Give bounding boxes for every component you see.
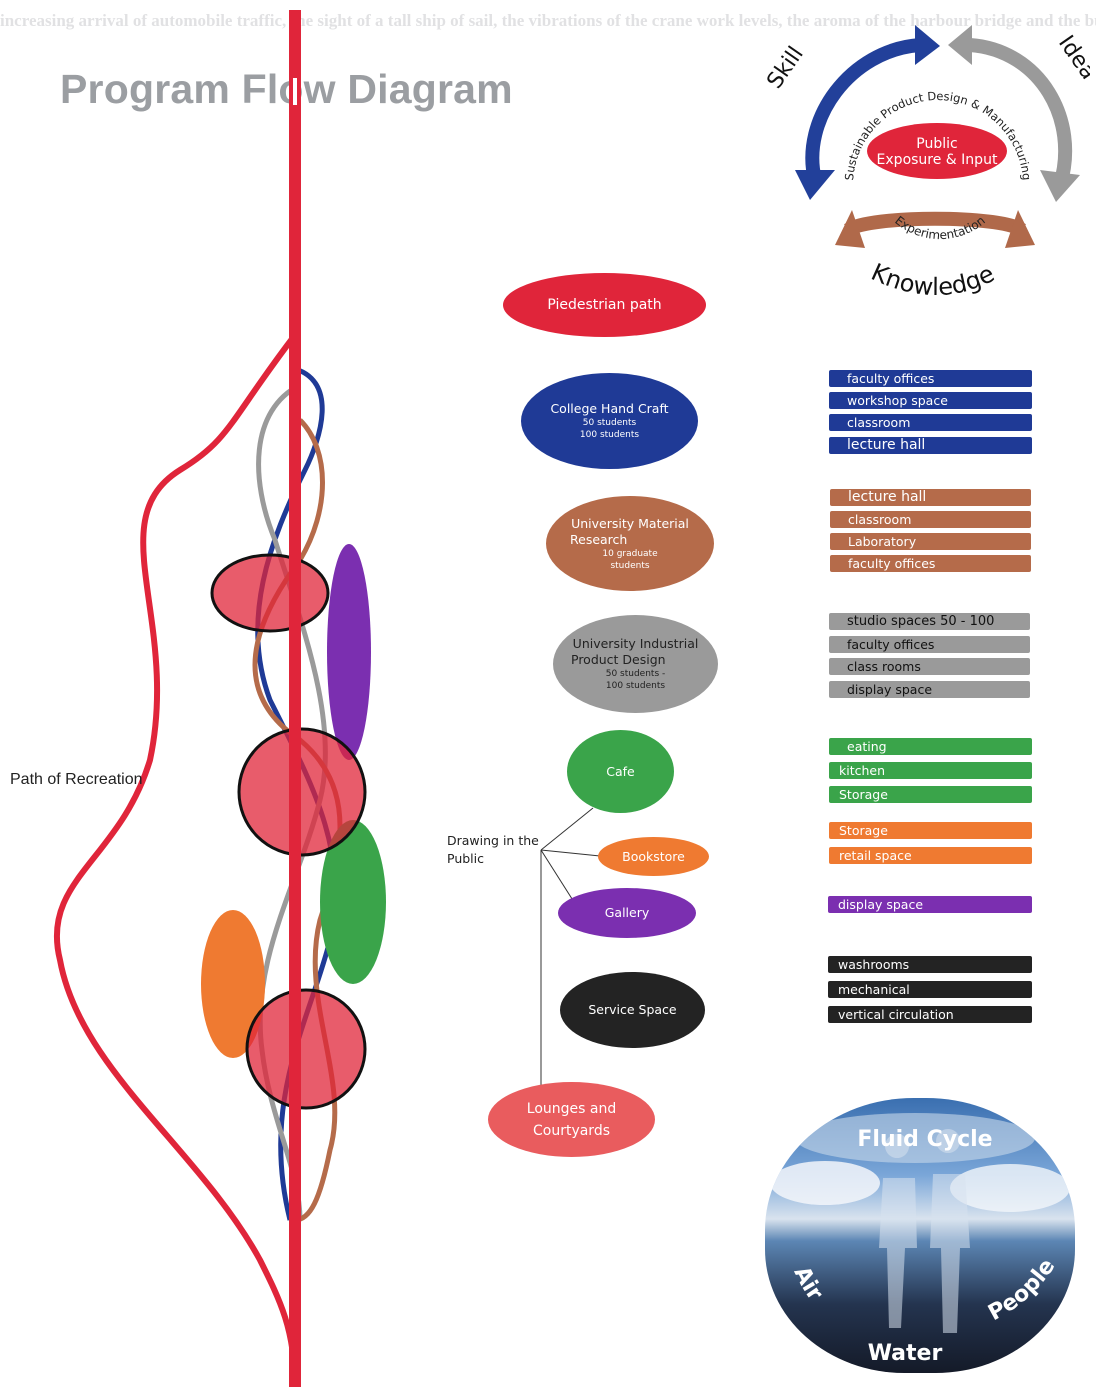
knowledge-label: Knowledge (867, 258, 999, 301)
connector-cafe (541, 808, 593, 850)
handcraft-sub-1: 50 students (583, 417, 636, 429)
service-space-label: Service Space (588, 1002, 676, 1018)
material-sub-2: students (610, 560, 649, 572)
bar-brown-3: Laboratory (830, 533, 1031, 550)
industrial-title-1: University Industrial (573, 636, 699, 652)
skill-arrowhead-right (915, 25, 940, 65)
connector-gallery (541, 850, 574, 902)
bar-black-2: mechanical (828, 981, 1032, 998)
bar-blue-4: lecture hall (829, 437, 1032, 454)
pedestrian-path-label: Piedestrian path (547, 297, 661, 313)
water-label: Water (868, 1341, 943, 1366)
drawing-label-line-1: Drawing in the (447, 832, 539, 850)
material-sub-1: 10 graduate (602, 548, 657, 560)
bar-grey-3: class rooms (829, 658, 1030, 675)
cloud-1 (770, 1161, 880, 1205)
bar-orange-1: Storage (829, 822, 1032, 839)
cafe-label: Cafe (606, 764, 634, 780)
bookstore-label: Bookstore (622, 849, 685, 865)
material-title-2: Research (570, 532, 627, 548)
industrial-sub-1: 50 students - (606, 668, 666, 680)
bar-black-3: vertical circulation (828, 1006, 1032, 1023)
drawing-in-public-label: Drawing in the Public (447, 832, 539, 868)
lounges-label-2: Courtyards (533, 1120, 610, 1142)
bar-purple-1: display space (828, 896, 1032, 913)
skill-label: Skill (762, 42, 808, 93)
idea-label: Idea (1053, 31, 1090, 84)
drawing-label-line-2: Public (447, 850, 539, 868)
cloud-2 (950, 1164, 1070, 1212)
public-label: Public (916, 136, 957, 152)
material-title-1: University Material (571, 516, 689, 532)
exposure-label: Exposure & Input (877, 152, 998, 168)
path-of-recreation-label: Path of Recreation (10, 771, 143, 789)
gallery-label: Gallery (605, 905, 650, 921)
bar-brown-2: classroom (830, 511, 1031, 528)
industrial-sub-2: 100 students (606, 680, 665, 692)
person-silhouette-1 (879, 1134, 917, 1328)
bar-green-3: Storage (829, 786, 1032, 803)
node-circle-1 (212, 555, 328, 631)
fluid-cycle-title: Fluid Cycle (857, 1127, 992, 1152)
bookstore-oval: Bookstore (598, 837, 709, 876)
handcraft-title: College Hand Craft (550, 401, 668, 417)
bar-orange-2: retail space (829, 847, 1032, 864)
fluid-cycle-graphic: Fluid Cycle Air Water People (765, 1098, 1075, 1373)
industrial-design-oval: University Industrial Product Design 50 … (553, 615, 718, 713)
people-label: People (984, 1254, 1060, 1326)
idea-arrowhead-left (948, 25, 972, 65)
bar-green-1: eating (829, 738, 1032, 755)
gallery-oval: Gallery (558, 888, 696, 938)
bar-blue-1: faculty offices (829, 370, 1032, 387)
cycle-diagram: Public Exposure & Input Sustainable Prod… (760, 20, 1090, 320)
connector-bookstore (541, 850, 600, 856)
lounges-label-1: Lounges and (527, 1098, 616, 1120)
fluid-cycle-image: Fluid Cycle Air Water People (765, 1098, 1075, 1373)
purple-blob (327, 544, 371, 760)
bar-green-2: kitchen (829, 762, 1032, 779)
service-space-oval: Service Space (560, 972, 705, 1048)
cafe-oval: Cafe (567, 730, 674, 813)
bar-brown-4: faculty offices (830, 555, 1031, 572)
node-circle-3 (247, 990, 365, 1108)
material-research-oval: University Material Research 10 graduate… (546, 496, 714, 591)
handcraft-oval: College Hand Craft 50 students 100 stude… (521, 373, 698, 469)
pedestrian-path-oval: Piedestrian path (503, 273, 706, 337)
industrial-title-2: Product Design (571, 652, 666, 668)
bar-black-1: washrooms (828, 956, 1032, 973)
bar-brown-1: lecture hall (830, 489, 1031, 506)
air-label: Air (789, 1263, 828, 1306)
node-circle-2 (239, 729, 365, 855)
lounges-oval: Lounges and Courtyards (488, 1082, 655, 1157)
skill-arrowhead-down (795, 170, 835, 200)
handcraft-sub-2: 100 students (580, 429, 639, 441)
bar-blue-3: classroom (829, 414, 1032, 431)
bar-grey-4: display space (829, 681, 1030, 698)
idea-arrowhead-down (1040, 170, 1080, 202)
bar-blue-2: workshop space (829, 392, 1032, 409)
bar-grey-2: faculty offices (829, 636, 1030, 653)
bar-grey-1: studio spaces 50 - 100 (829, 613, 1030, 630)
